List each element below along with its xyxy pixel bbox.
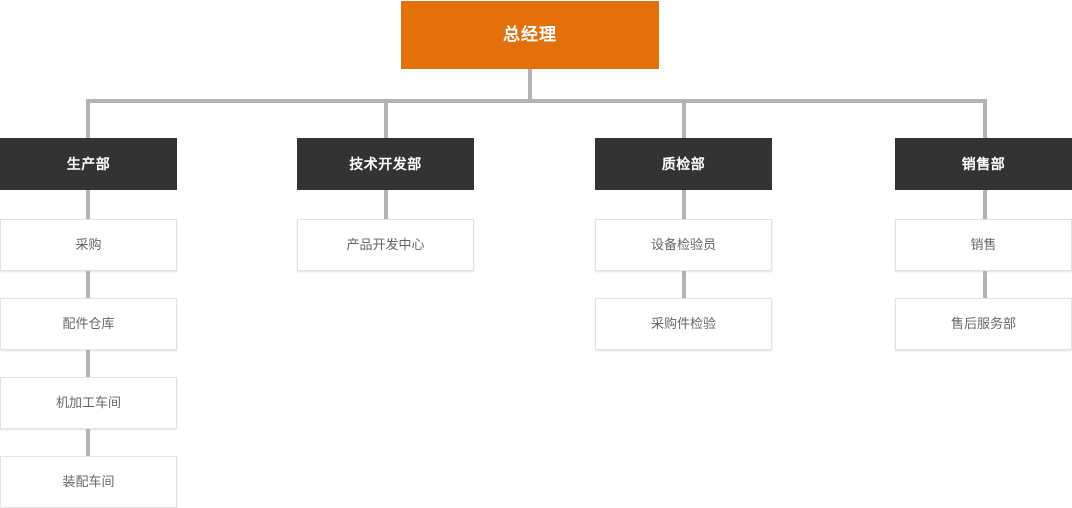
connector-quality-to-child-2	[682, 271, 686, 299]
node-label: 配件仓库	[62, 316, 115, 332]
connector-production-to-child-3	[86, 350, 90, 378]
connector-production-to-child-2	[86, 271, 90, 299]
connector-sales-to-child-2	[983, 271, 987, 299]
node-department-technology-development[interactable]: 技术开发部	[297, 138, 474, 190]
node-root-general-manager[interactable]: 总经理	[401, 1, 659, 69]
node-label: 设备检验员	[650, 237, 716, 253]
node-label: 生产部	[66, 155, 111, 172]
node-department-production[interactable]: 生产部	[0, 138, 177, 190]
connector-sales-to-child-1	[983, 190, 987, 220]
node-label: 采购	[75, 237, 102, 253]
connector-quality-to-child-1	[682, 190, 686, 220]
node-leaf-purchased-parts-inspection[interactable]: 采购件检验	[595, 298, 772, 350]
node-leaf-after-sales-service[interactable]: 售后服务部	[895, 298, 1072, 350]
node-label: 产品开发中心	[346, 237, 425, 253]
node-leaf-purchasing[interactable]: 采购	[0, 219, 177, 271]
connector-trunk-to-dept-2	[384, 99, 388, 139]
connector-trunk-to-dept-3	[682, 99, 686, 139]
connector-production-to-child-1	[86, 190, 90, 220]
node-label: 质检部	[661, 155, 706, 172]
node-leaf-sales[interactable]: 销售	[895, 219, 1072, 271]
node-department-quality-inspection[interactable]: 质检部	[595, 138, 772, 190]
node-leaf-equipment-inspector[interactable]: 设备检验员	[595, 219, 772, 271]
node-department-sales[interactable]: 销售部	[895, 138, 1072, 190]
node-leaf-assembly-workshop[interactable]: 装配车间	[0, 456, 177, 508]
connector-trunk-horizontal	[86, 99, 987, 103]
connector-root-stem	[528, 69, 532, 101]
node-label: 销售	[970, 237, 997, 253]
connector-production-to-child-4	[86, 429, 90, 457]
node-label: 售后服务部	[950, 316, 1016, 332]
node-label: 销售部	[961, 155, 1006, 172]
node-leaf-machining-workshop[interactable]: 机加工车间	[0, 377, 177, 429]
connector-trunk-to-dept-1	[86, 99, 90, 139]
connector-technology-to-child-1	[384, 190, 388, 220]
node-label: 采购件检验	[650, 316, 716, 332]
node-label: 装配车间	[62, 474, 115, 490]
node-label: 技术开发部	[349, 155, 422, 172]
node-label: 机加工车间	[55, 395, 121, 411]
node-label: 总经理	[503, 24, 557, 44]
connector-trunk-to-dept-4	[983, 99, 987, 139]
node-leaf-product-development-center[interactable]: 产品开发中心	[297, 219, 474, 271]
node-leaf-parts-warehouse[interactable]: 配件仓库	[0, 298, 177, 350]
